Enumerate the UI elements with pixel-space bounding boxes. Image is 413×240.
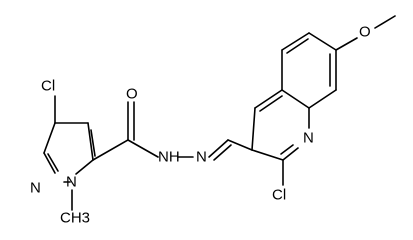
atom-label-nitrogen: N — [66, 174, 77, 191]
bond-to-methoxy-methyl — [374, 15, 396, 29]
bond — [281, 32, 310, 51]
bond — [92, 139, 129, 161]
bond — [208, 139, 229, 158]
atom-label-ring-nitrogen: N — [303, 130, 314, 147]
quinoline-pyridine-ring — [251, 89, 310, 161]
bond — [47, 153, 59, 172]
atom-label-amide-nitrogen: NH — [158, 149, 180, 166]
bond — [308, 89, 337, 109]
bond — [254, 89, 283, 109]
bond — [227, 139, 253, 151]
bond — [75, 159, 94, 175]
atom-label-nitrogen: N — [196, 149, 207, 166]
bond — [251, 149, 284, 161]
bond — [282, 147, 299, 161]
atom-label-oxygen: O — [126, 86, 138, 103]
atom-label-chlorine: Cl — [41, 78, 55, 95]
bond — [87, 122, 94, 161]
bond — [43, 152, 56, 174]
atom-label-oxygen: O — [359, 24, 371, 41]
bond-to-methoxy-oxygen — [335, 37, 358, 51]
quinoline-benzene-ring — [281, 32, 337, 109]
bond — [213, 144, 232, 161]
atom-label-chlorine: Cl — [272, 187, 286, 204]
bond — [127, 139, 159, 158]
bond — [251, 107, 256, 151]
bond — [259, 95, 283, 112]
bond — [286, 38, 309, 54]
bond — [43, 122, 56, 154]
pyrazole-ring — [43, 122, 96, 183]
bond — [90, 129, 96, 157]
atom-label-methyl: CH3 — [60, 210, 90, 227]
bond — [281, 89, 310, 109]
chemical-structure-diagram: Cl N N CH3 O NH N N Cl O — [30, 15, 396, 227]
atom-label-nitrogen: N — [30, 180, 41, 197]
bond — [280, 144, 294, 155]
bond — [308, 32, 337, 51]
